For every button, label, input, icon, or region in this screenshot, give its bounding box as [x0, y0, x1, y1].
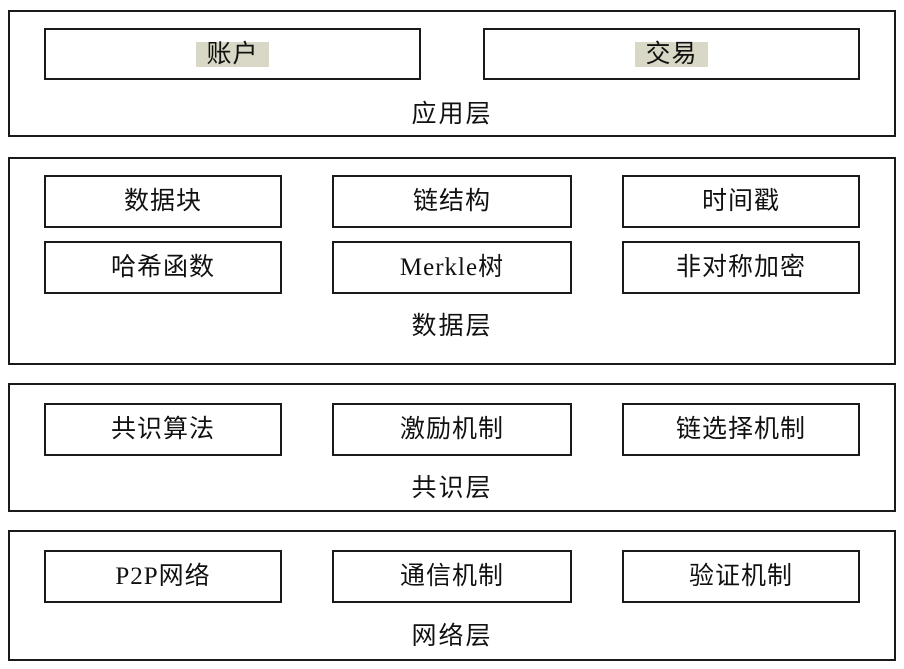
layer-consensus-title: 共识层 [411, 475, 493, 502]
node-chain-structure[interactable]: 链结构 [332, 175, 572, 228]
layer-application: 账户 交易 应用层 [8, 10, 896, 137]
node-account-label: 账户 [196, 41, 269, 67]
node-incentive-mechanism[interactable]: 激励机制 [332, 403, 572, 456]
node-verification-mechanism-label: 验证机制 [688, 563, 793, 590]
node-consensus-algorithm-label: 共识算法 [110, 416, 215, 443]
node-asymmetric-encryption-label: 非对称加密 [675, 254, 806, 281]
layer-network-row-1: P2P网络 通信机制 验证机制 [44, 550, 860, 603]
layer-data-row-1: 数据块 链结构 时间戳 [44, 175, 860, 228]
layer-network: P2P网络 通信机制 验证机制 网络层 [8, 530, 896, 661]
layer-data: 数据块 链结构 时间戳 哈希函数 Merkle树 非对称加密 数据层 [8, 157, 896, 365]
node-timestamp-label: 时间戳 [701, 188, 780, 215]
node-p2p-network-label: P2P网络 [115, 563, 211, 590]
layer-consensus-row-1: 共识算法 激励机制 链选择机制 [44, 403, 860, 456]
layer-application-row-1: 账户 交易 [44, 28, 860, 80]
node-asymmetric-encryption[interactable]: 非对称加密 [622, 241, 860, 294]
layer-network-title: 网络层 [411, 623, 493, 650]
node-hash-function[interactable]: 哈希函数 [44, 241, 282, 294]
node-chain-selection-mechanism-label: 链选择机制 [675, 416, 806, 443]
node-incentive-mechanism-label: 激励机制 [399, 416, 504, 443]
node-p2p-network[interactable]: P2P网络 [44, 550, 282, 603]
node-data-block[interactable]: 数据块 [44, 175, 282, 228]
node-timestamp[interactable]: 时间戳 [622, 175, 860, 228]
node-data-block-label: 数据块 [123, 188, 202, 215]
node-hash-function-label: 哈希函数 [110, 254, 215, 281]
node-consensus-algorithm[interactable]: 共识算法 [44, 403, 282, 456]
node-communication-mechanism[interactable]: 通信机制 [332, 550, 572, 603]
node-communication-mechanism-label: 通信机制 [399, 563, 504, 590]
node-merkle-tree-label: Merkle树 [399, 254, 505, 281]
node-verification-mechanism[interactable]: 验证机制 [622, 550, 860, 603]
node-transaction-label: 交易 [635, 41, 708, 67]
layer-data-row-2: 哈希函数 Merkle树 非对称加密 [44, 241, 860, 294]
node-chain-structure-label: 链结构 [412, 188, 491, 215]
node-merkle-tree[interactable]: Merkle树 [332, 241, 572, 294]
node-chain-selection-mechanism[interactable]: 链选择机制 [622, 403, 860, 456]
node-transaction[interactable]: 交易 [483, 28, 860, 80]
layer-data-title: 数据层 [411, 313, 493, 340]
layer-application-title: 应用层 [411, 101, 493, 128]
node-account[interactable]: 账户 [44, 28, 421, 80]
layer-consensus: 共识算法 激励机制 链选择机制 共识层 [8, 383, 896, 512]
